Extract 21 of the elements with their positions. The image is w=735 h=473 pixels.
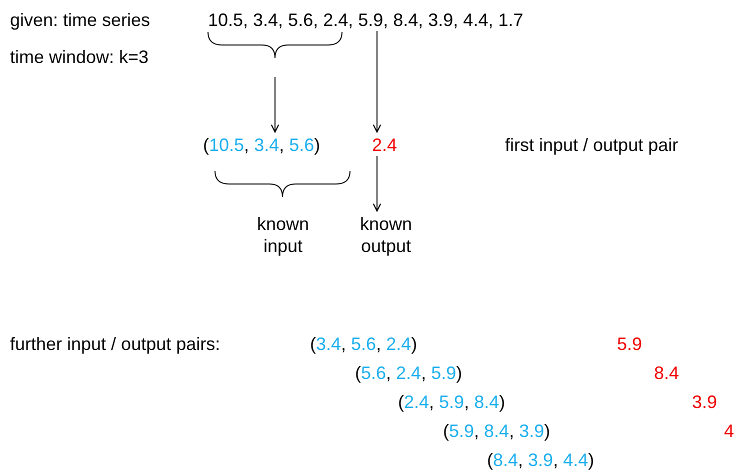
output-value: 4 <box>724 420 734 442</box>
input-tuple: (3.4, 5.6, 2.4) <box>310 333 418 355</box>
input-tuple: (10.5, 3.4, 5.6) <box>203 134 320 156</box>
caption-text: given: time series <box>10 9 150 31</box>
input-tuple: (8.4, 3.9, 4.4) <box>487 449 594 471</box>
time-series-values: 10.5, 3.4, 5.6, 2.4, 5.9, 8.4, 3.9, 4.4, 1.7 <box>208 9 524 31</box>
output-value: 8.4 <box>654 362 680 384</box>
arrow <box>372 156 382 212</box>
arrow <box>270 76 280 133</box>
output-value: 2.4 <box>372 134 398 156</box>
input-tuple: (2.4, 5.9, 8.4) <box>398 391 506 413</box>
input-tuple: (5.9, 8.4, 3.9) <box>443 420 550 442</box>
arrow <box>372 30 382 133</box>
caption-text: first input / output pair <box>505 134 678 156</box>
caption-text: time window: k=3 <box>10 46 149 68</box>
output-value: 5.9 <box>617 333 642 355</box>
known-input-label: known input <box>238 213 328 257</box>
input-tuple: (5.6, 2.4, 5.9) <box>355 362 462 384</box>
known-output-label: known output <box>341 213 431 257</box>
caption-text: further input / output pairs: <box>10 333 220 355</box>
output-value: 3.9 <box>692 391 718 413</box>
